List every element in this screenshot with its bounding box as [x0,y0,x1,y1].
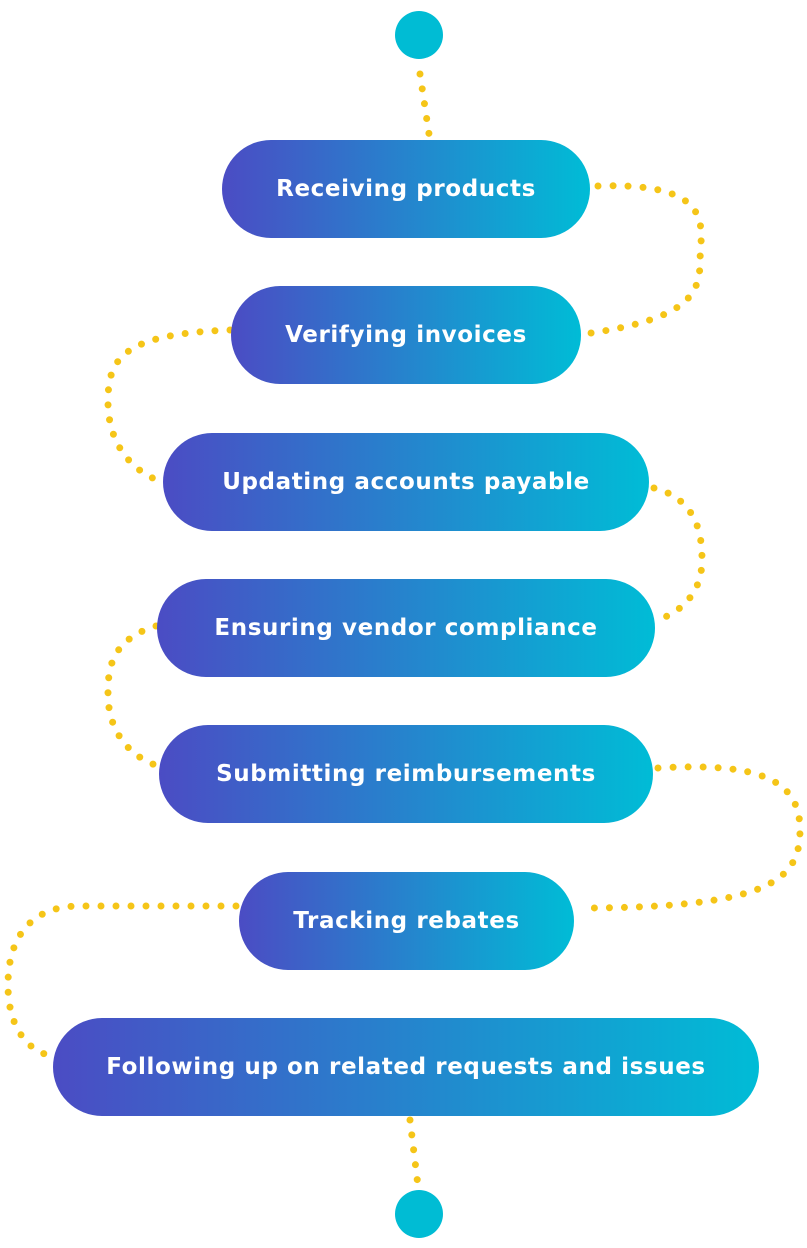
step-ensuring-vendor-compliance: Ensuring vendor compliance [157,579,655,677]
connector-step-1-to-step-2 [580,182,705,338]
connector-start-to-step-1 [416,70,433,138]
connector-step-6-to-step-7 [4,902,240,1060]
step-tracking-rebates: Tracking rebates [239,872,574,970]
step-updating-accounts-payable: Updating accounts payable [163,433,649,531]
connector-step-3-to-step-4 [650,484,706,624]
start-node-circle [395,11,443,59]
end-node-circle [395,1190,443,1238]
connector-step-4-to-step-5 [104,622,162,770]
step-receiving-products: Receiving products [222,140,590,238]
step-following-up-requests-issues: Following up on related requests and iss… [53,1018,759,1116]
step-submitting-reimbursements: Submitting reimbursements [159,725,653,823]
step-verifying-invoices: Verifying invoices [231,286,581,384]
connector-step-7-to-end [406,1116,422,1190]
